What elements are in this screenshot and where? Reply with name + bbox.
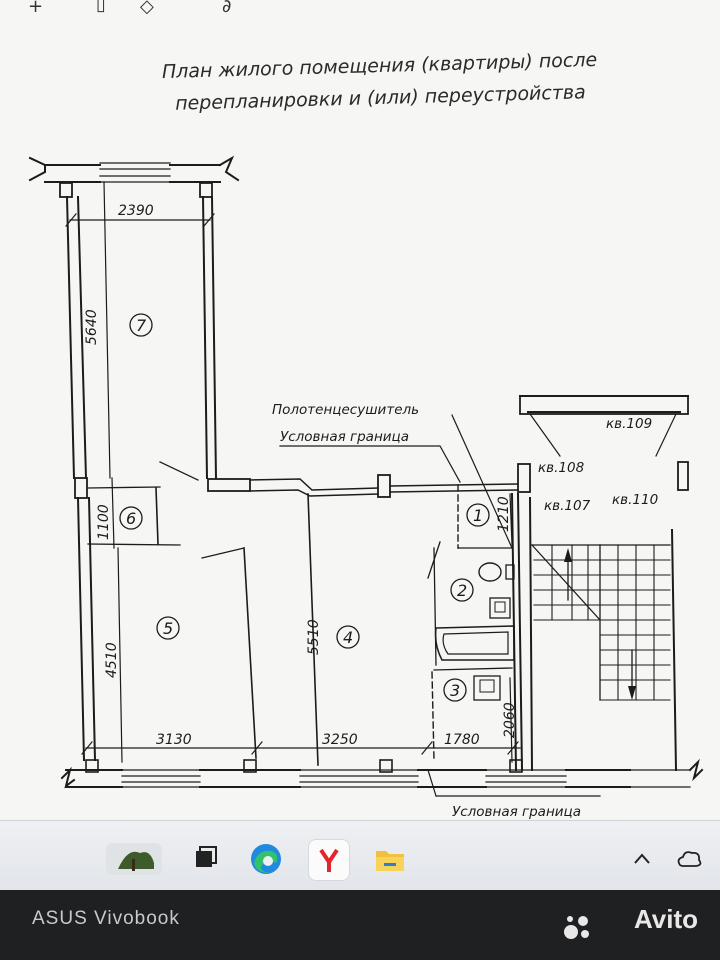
bathroom-walls xyxy=(427,414,524,772)
laptop-brand-label: ASUS Vivobook xyxy=(32,908,180,929)
apartment-110-label: кв.110 xyxy=(612,492,658,508)
room-number-7: 7 xyxy=(136,316,147,335)
room6-walls xyxy=(87,486,181,546)
apartment-109-label: кв.109 xyxy=(606,416,652,432)
dim-5640: 5640 xyxy=(84,309,100,345)
laptop-bezel: ASUS Vivobook Avito xyxy=(0,890,720,960)
corridor-partition xyxy=(159,461,531,498)
staircase xyxy=(519,395,689,772)
dim-5510: 5510 xyxy=(306,619,322,655)
towel-dryer-note: Полотенцесушитель xyxy=(272,402,419,418)
widgets-icon[interactable] xyxy=(104,839,164,879)
room-number-6: 6 xyxy=(126,509,136,528)
edge-browser-icon[interactable] xyxy=(246,839,286,879)
room5-partition xyxy=(201,493,319,766)
boundary-note-bottom: Условная граница xyxy=(452,804,581,820)
yandex-browser-icon[interactable] xyxy=(308,839,350,881)
dim-3250: 3250 xyxy=(322,732,358,748)
boundary-note-top: Условная граница xyxy=(280,429,409,445)
apartment-107-label: кв.107 xyxy=(544,498,591,514)
room-number-3: 3 xyxy=(450,681,460,700)
dimension-lines xyxy=(65,181,521,763)
add-icon[interactable]: + xyxy=(28,0,44,17)
dim-3130: 3130 xyxy=(156,732,192,748)
top-wall xyxy=(28,155,240,198)
dim-1780: 1780 xyxy=(444,732,480,748)
eraser-icon[interactable]: ◇ xyxy=(140,0,154,17)
dim-1210: 1210 xyxy=(496,496,512,532)
floor-plan: 2390 5640 1100 4510 5510 1210 2060 3130 … xyxy=(28,155,704,820)
task-view-icon[interactable] xyxy=(186,839,226,879)
dim-1100: 1100 xyxy=(96,504,112,540)
note-leaders xyxy=(279,445,601,797)
dim-2060: 2060 xyxy=(502,702,518,738)
save-icon[interactable]: ▯ xyxy=(96,0,106,15)
room-number-4: 4 xyxy=(343,628,353,647)
document-screen: + ▯ ◇ ∂ План жилого помещения (квартиры)… xyxy=(0,0,720,820)
cloud-icon[interactable] xyxy=(674,839,704,879)
room7-right-wall xyxy=(201,195,251,492)
left-wall xyxy=(65,195,97,762)
file-explorer-icon[interactable] xyxy=(370,839,410,879)
chevron-up-icon[interactable] xyxy=(630,839,654,879)
room-markers xyxy=(119,313,490,702)
apartment-108-label: кв.108 xyxy=(538,460,584,476)
room-number-1: 1 xyxy=(473,506,483,525)
dim-4510: 4510 xyxy=(104,642,120,678)
avito-logo-icon xyxy=(564,916,589,939)
room-number-2: 2 xyxy=(457,581,467,600)
bottom-wall xyxy=(60,758,704,789)
document-toolbar: + ▯ ◇ ∂ xyxy=(0,0,720,22)
room-number-5: 5 xyxy=(163,619,173,638)
taskbar xyxy=(0,820,720,891)
dim-2390: 2390 xyxy=(118,203,154,219)
avito-watermark: Avito xyxy=(633,904,698,934)
pen-icon[interactable]: ∂ xyxy=(222,0,232,17)
